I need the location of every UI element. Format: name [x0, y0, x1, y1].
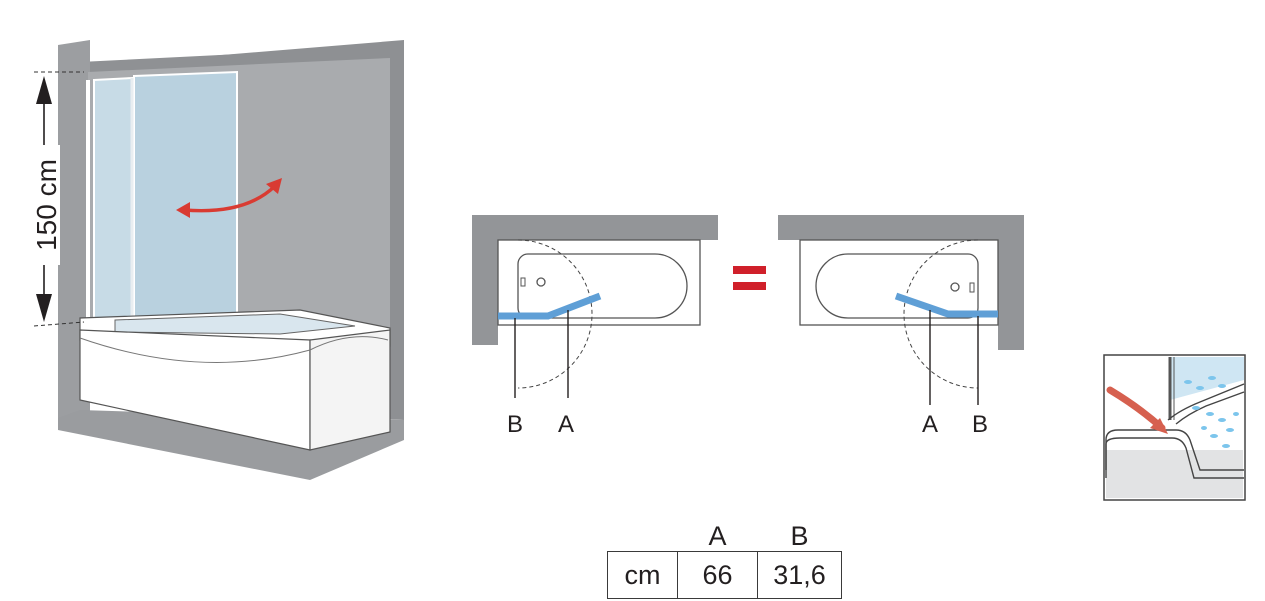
height-label: 150 cm: [31, 159, 62, 251]
table-header-empty: [608, 517, 678, 552]
table-header-a: A: [708, 521, 727, 551]
table-row: cm 66 31,6: [607, 551, 842, 599]
plan-left-label-a: A: [558, 411, 574, 438]
bathtub-inner: [114, 313, 356, 335]
seal-detail-illustration: [1103, 354, 1246, 501]
bathtub-side: [309, 329, 391, 451]
swing-arrow: [183, 184, 277, 213]
bathtub-3d-illustration: 150 cm: [30, 40, 404, 480]
plan-right-label-a: A: [922, 411, 938, 438]
glass-panel-swing: [133, 70, 238, 336]
glass-panel-fixed: [93, 76, 133, 327]
table-header-b: B: [790, 521, 809, 551]
plan-left-label-b: B: [507, 411, 523, 438]
screen-plan-right: [894, 292, 998, 318]
plan-right-label-b: B: [972, 411, 988, 438]
plan-view-right: A B: [778, 215, 1024, 438]
equals-sign: [733, 266, 766, 290]
table-cell-b: 31,6: [757, 551, 842, 599]
dimensions-table: A B cm 66 31,6: [607, 517, 842, 599]
screen-plan-left: [498, 292, 602, 320]
plan-view-left: B A: [472, 215, 718, 438]
table-cell-unit: cm: [607, 551, 678, 599]
table-cell-a: 66: [677, 551, 758, 599]
